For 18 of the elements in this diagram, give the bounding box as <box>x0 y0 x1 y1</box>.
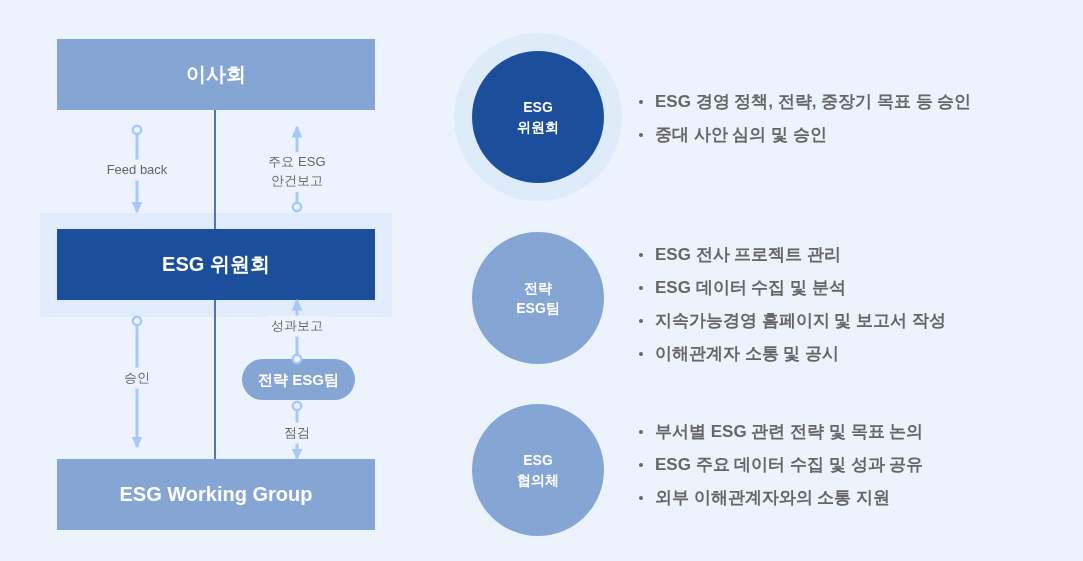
connector-line <box>214 299 216 460</box>
role-circle: ESG 협의체 <box>472 404 604 536</box>
org-box: ESG 위원회 <box>57 229 375 300</box>
list-item-text: 부서별 ESG 관련 전략 및 목표 논의 <box>655 420 924 443</box>
edge-label: 성과보고 <box>267 315 327 337</box>
team-pill: 전략 ESG팀 <box>242 359 355 400</box>
list-item-text: 중대 사안 심의 및 승인 <box>655 123 827 146</box>
org-box: ESG Working Group <box>57 459 375 530</box>
list-item-text: 이해관계자 소통 및 공시 <box>655 342 840 365</box>
list-item-text: ESG 경영 정책, 전략, 중장기 목표 등 승인 <box>655 90 972 113</box>
org-box: 이사회 <box>57 39 375 110</box>
list-item-text: ESG 전사 프로젝트 관리 <box>655 243 842 266</box>
connector-line <box>214 109 216 230</box>
list-item-text: ESG 데이터 수집 및 분석 <box>655 276 846 299</box>
list-item-text: 외부 이해관계자와의 소통 지원 <box>655 486 891 509</box>
list-item-text: ESG 주요 데이터 수집 및 성과 공유 <box>655 453 924 476</box>
list-item-text: 지속가능경영 홈페이지 및 보고서 작성 <box>655 309 946 332</box>
role-circle: 전략 ESG팀 <box>472 232 604 364</box>
